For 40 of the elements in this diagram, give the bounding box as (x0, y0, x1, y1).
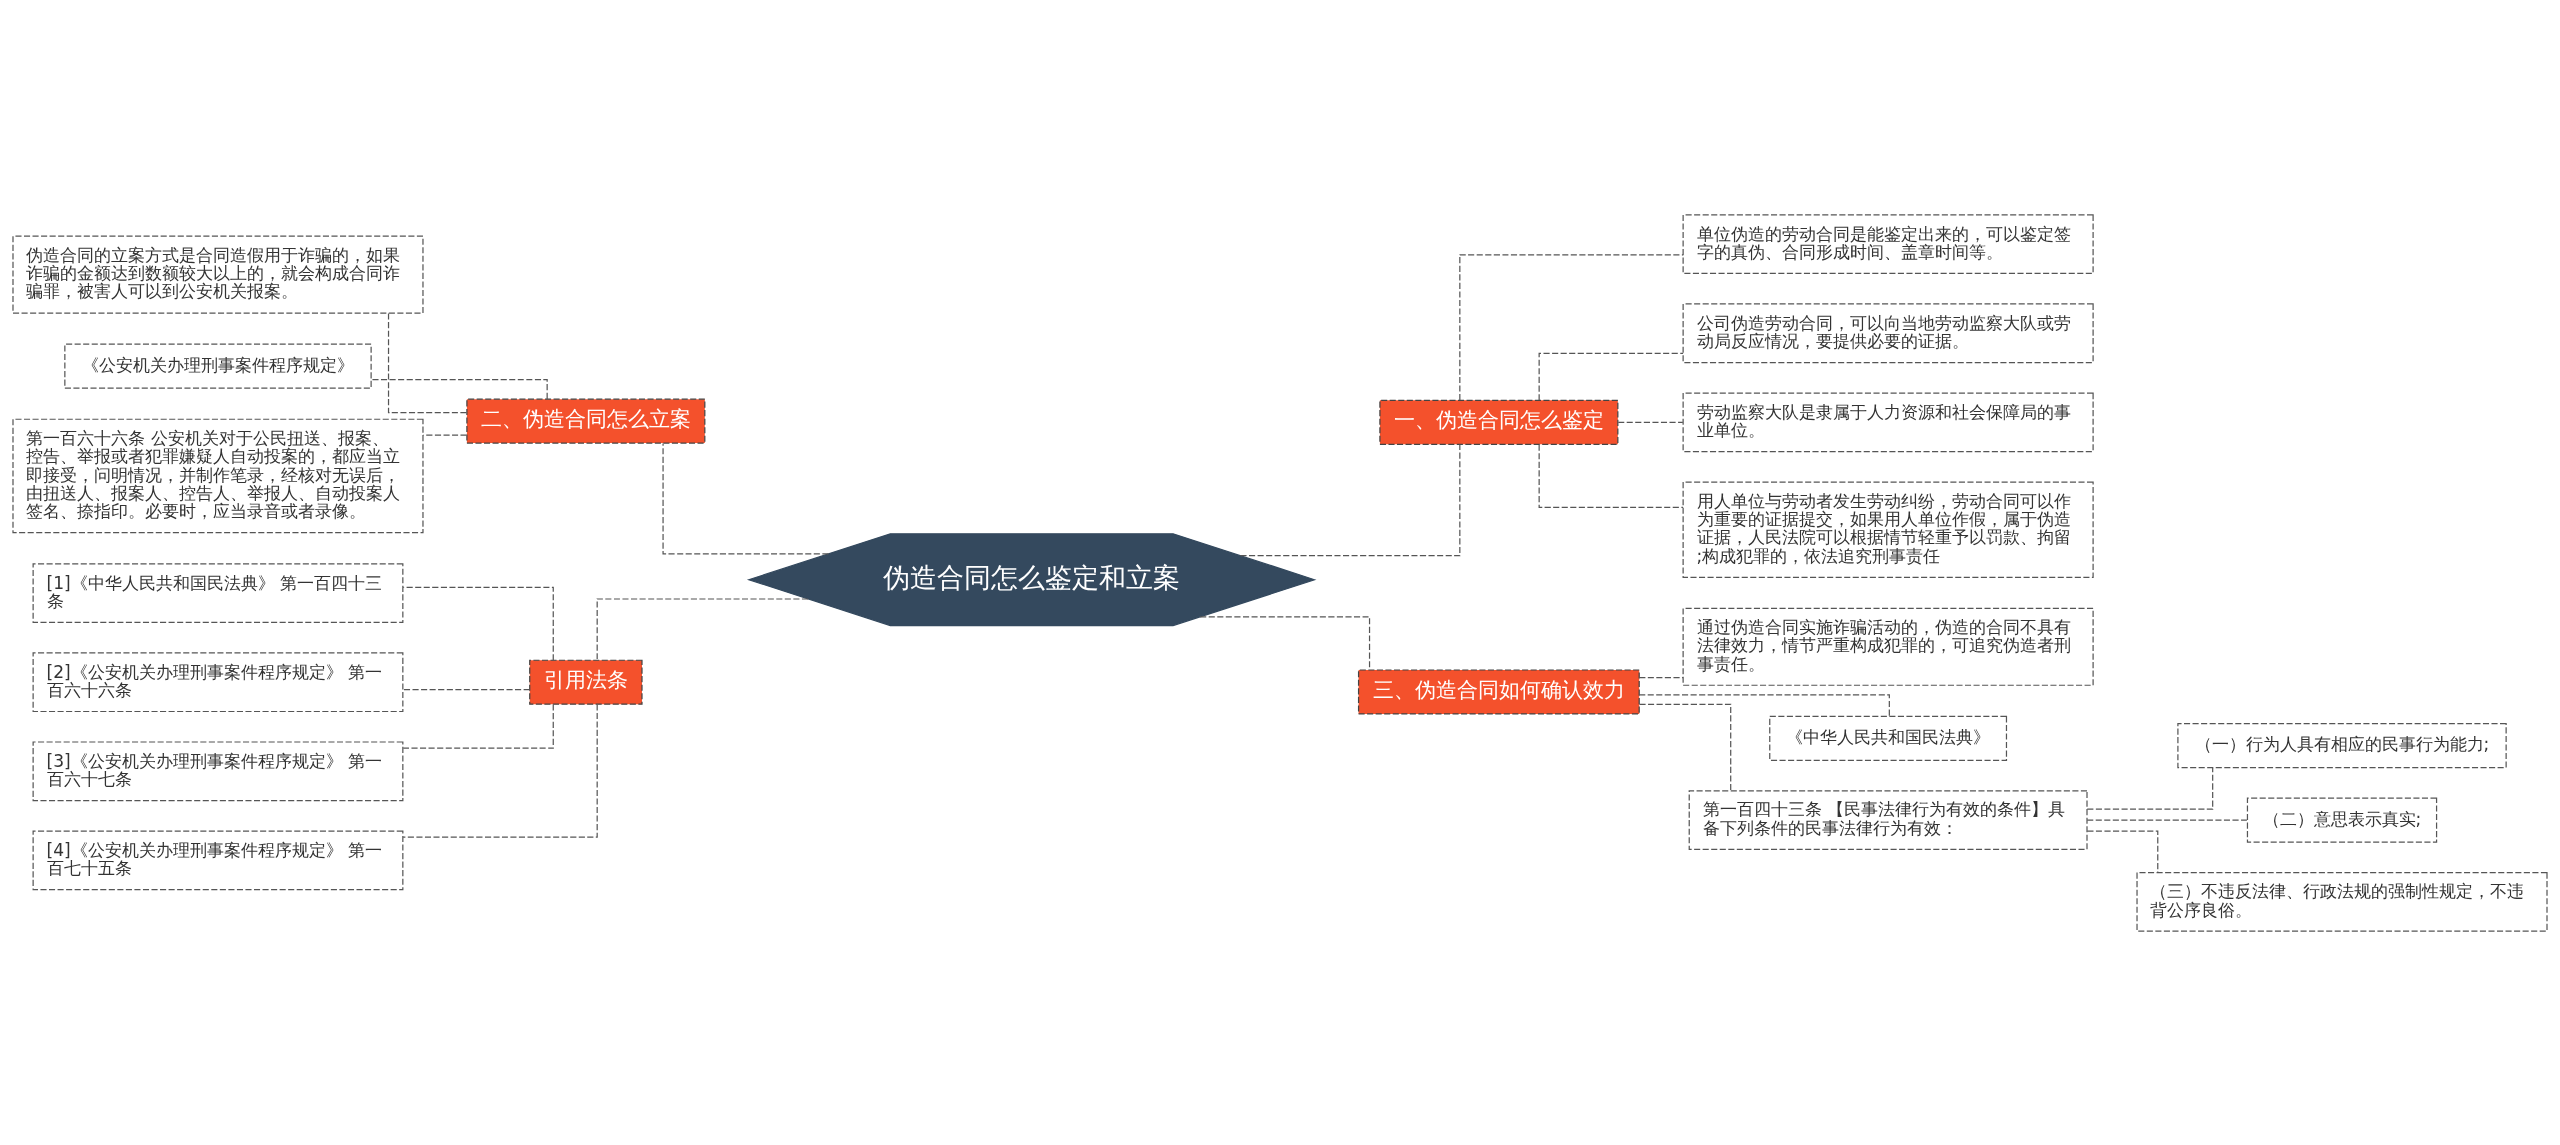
node-box: 公司伪造劳动合同，可以向当地劳动监察大队或劳动局反应情况，要提供必要的证据。 (1682, 302, 2094, 363)
node-box: 《中华人民共和国民法典》 (1769, 715, 2008, 761)
connector (2086, 766, 2214, 810)
node-box: 引用法条 (529, 659, 643, 705)
connector (1638, 676, 1684, 678)
connector (1538, 443, 1684, 508)
node-box: 单位伪造的劳动合同是能鉴定出来的，可以鉴定签字的真伪、合同形成时间、盖章时间等。 (1682, 213, 2094, 274)
connector (2086, 829, 2159, 873)
connector (1638, 703, 1732, 791)
node-box: （三）不违反法律、行政法规的强制性规定，不违背公序良俗。 (2136, 871, 2548, 932)
node-box: [4]《公安机关办理刑事案件程序规定》 第一百七十五条 (32, 829, 404, 890)
node-box: 劳动监察大队是隶属于人力资源和社会保障局的事业单位。 (1682, 391, 2094, 452)
connector (662, 442, 830, 554)
node-box: 用人单位与劳动者发生劳动纠纷，劳动合同可以作为重要的证据提交，如果用人单位作假，属于伪造证据，人民法院可以根据情节轻重予以罚款、拘留;构成犯罪的，依法追究刑事责任 (1682, 481, 2094, 578)
connector (1617, 421, 1684, 423)
connector (387, 312, 468, 413)
connector (1239, 443, 1461, 556)
node-box: 伪造合同的立案方式是合同造假用于诈骗的，如果诈骗的金额达到数额较大以上的，就会构成合同诈骗罪，被害人可以到公安机关报案。 (12, 235, 424, 314)
node-box: [1]《中华人民共和国民法典》 第一百四十三条 (32, 562, 404, 623)
connector (402, 703, 598, 838)
node-box: 二、伪造合同怎么立案 (466, 398, 706, 444)
connector (1459, 253, 1684, 401)
node-box: 通过伪造合同实施诈骗活动的，伪造的合同不具有法律效力，情节严重构成犯罪的，可追究伪造者刑事责任。 (1682, 607, 2094, 686)
node-box: 一、伪造合同怎么鉴定 (1379, 399, 1619, 445)
connector (402, 703, 554, 749)
connector (596, 597, 809, 660)
node-box: [2]《公安机关办理刑事案件程序规定》 第一百六十六条 (32, 651, 404, 712)
node-box: 《公安机关办理刑事案件程序规定》 (64, 343, 372, 389)
node-box: （二）意思表示真实; (2246, 797, 2438, 843)
connector (422, 434, 468, 436)
connector (2086, 818, 2248, 821)
node-box: 三、伪造合同如何确认效力 (1357, 668, 1640, 715)
connector (1538, 352, 1684, 401)
node-box: [3]《公安机关办理刑事案件程序规定》 第一百六十七条 (32, 740, 404, 801)
node-box: （一）行为人具有相应的民事行为能力; (2177, 722, 2507, 768)
connector (1199, 615, 1371, 670)
node-box: 第一百四十三条 【民事法律行为有效的条件】具备下列条件的民事法律行为有效： (1688, 789, 2088, 850)
node-box: 第一百六十六条 公安机关对于公民扭送、报案、控告、举报或者犯罪嫌疑人自动投案的，都应当立即接受，问明情况，并制作笔录，经核对无误后，由扭送人、报案人、控告人、举报人、自动投案人签名、捺指印。必要时，应当录音或者录像。 (12, 418, 424, 533)
connector (402, 586, 554, 661)
connector (402, 688, 531, 690)
